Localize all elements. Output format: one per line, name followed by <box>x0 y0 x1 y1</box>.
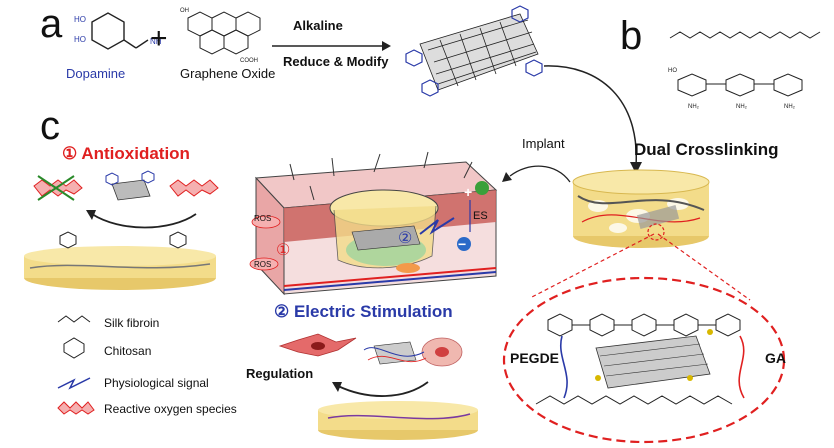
ga-label: GA <box>765 350 786 366</box>
lightning-icon <box>57 377 91 390</box>
legend-chitosan: Chitosan <box>104 344 152 358</box>
electric-stimulation-scheme <box>278 333 478 440</box>
legend-physiological-signal: Physiological signal <box>104 376 209 390</box>
legend-silk-fibroin: Silk fibroin <box>104 316 160 330</box>
panel-letter-a: a <box>40 2 63 46</box>
panel-letter-c: c <box>40 104 60 148</box>
svg-text:NH₂: NH₂ <box>150 37 162 46</box>
svg-text:NH₂: NH₂ <box>784 104 796 110</box>
plus-sign: + <box>150 22 168 55</box>
marker-one: ① <box>276 242 291 259</box>
es-label: ES <box>473 210 488 222</box>
svg-text:HO: HO <box>74 15 86 24</box>
graphene-oxide-label: Graphene Oxide <box>180 66 276 81</box>
svg-text:NH₂: NH₂ <box>688 104 700 110</box>
regulation-label: Regulation <box>246 366 314 381</box>
curved-arrow-down <box>543 65 642 174</box>
dopamine-structure: NH₂ HO HO <box>74 12 162 50</box>
panel-letter-b: b <box>620 14 643 58</box>
skin-tissue-block <box>249 151 498 296</box>
dopamine-label: Dopamine <box>66 66 126 81</box>
legend-reactive-oxygen-species: Reactive oxygen species <box>104 402 237 416</box>
svg-text:HO: HO <box>74 35 86 44</box>
svg-text:COOH: COOH <box>240 58 258 64</box>
dual-crosslinking-title: Dual Crosslinking <box>634 140 779 159</box>
pda-rgo-product <box>405 5 543 97</box>
pegde-label: PEGDE <box>510 350 560 366</box>
reaction-condition-top: Alkaline <box>293 18 343 33</box>
silk-fibroin-icon <box>57 315 91 323</box>
legend-icons <box>57 315 95 415</box>
silk-chitosan-structures: HO NH₂ NH₂ NH₂ <box>668 31 821 110</box>
graphene-oxide-structure: OH COOH <box>180 8 261 64</box>
hydrogel-disc <box>572 169 710 248</box>
svg-text:HO: HO <box>668 68 677 74</box>
es-plus-sign: + <box>464 184 473 200</box>
ros-label-upper: ROS <box>254 214 272 223</box>
antioxidation-title: ① Antioxidation <box>62 144 190 163</box>
reaction-condition-bottom: Reduce & Modify <box>283 54 389 69</box>
ros-icon <box>57 401 95 415</box>
implant-arrow <box>502 165 571 183</box>
es-minus-sign: − <box>458 236 467 252</box>
electric-stimulation-title: ② Electric Stimulation <box>274 302 453 321</box>
chitosan-icon <box>63 337 85 359</box>
ros-burst-left <box>33 175 83 201</box>
ros-label-lower: ROS <box>254 260 272 269</box>
antioxidation-scheme <box>24 170 219 290</box>
reaction-arrow <box>272 41 391 51</box>
marker-two: ② <box>398 230 413 247</box>
svg-text:OH: OH <box>180 8 189 14</box>
svg-text:NH₂: NH₂ <box>736 104 748 110</box>
implant-label: Implant <box>522 136 565 151</box>
zoom-callout <box>502 233 786 444</box>
